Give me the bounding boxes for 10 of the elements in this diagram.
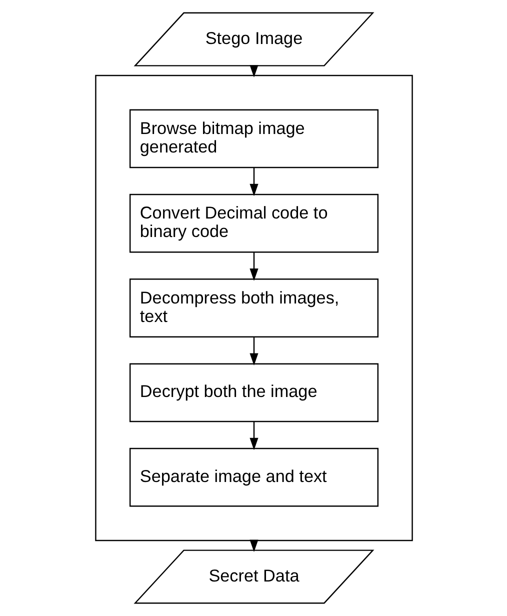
arrow bbox=[249, 252, 258, 281]
node-box: Decompress both images, text bbox=[128, 278, 378, 338]
arrow bbox=[249, 422, 258, 450]
node-box: Convert Decimal code to binary code bbox=[128, 194, 378, 253]
node-box: Browse bitmap image generated bbox=[128, 109, 378, 168]
node-box: Decrypt both the image bbox=[128, 363, 378, 422]
node-box: Separate image and text bbox=[128, 448, 378, 507]
arrow bbox=[249, 337, 258, 366]
cluster bbox=[94, 74, 412, 542]
arrow bbox=[249, 168, 258, 196]
